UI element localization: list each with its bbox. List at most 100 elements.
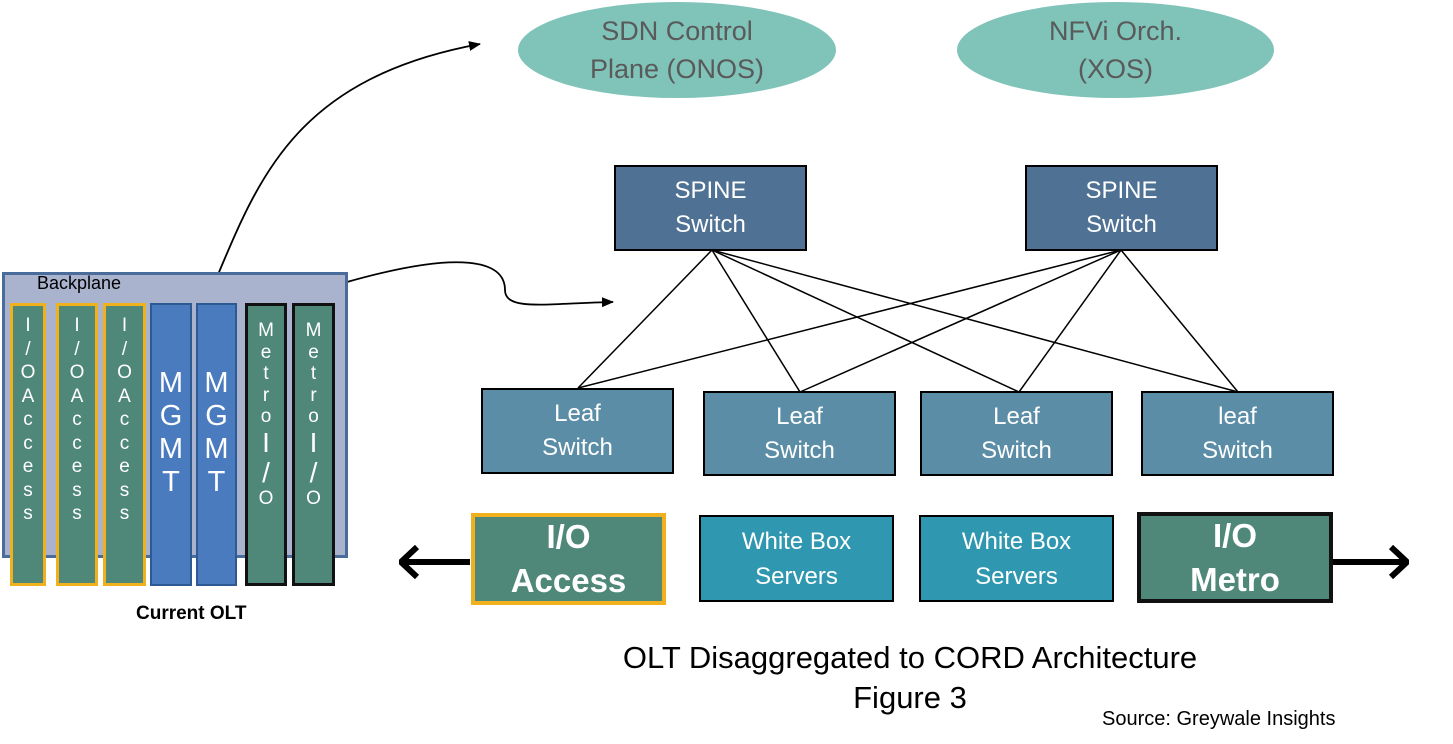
card-char: M	[305, 320, 322, 341]
spine-2-line1: SPINE	[1085, 177, 1158, 204]
card-char: e	[260, 341, 272, 363]
card-char: e	[22, 456, 34, 477]
io-metro-line1: I/O	[1212, 516, 1257, 554]
white-box-2-line1: White Box	[961, 527, 1072, 555]
card-char: A	[21, 385, 35, 407]
leaf-2-line1: Leaf	[776, 402, 823, 430]
link-spine2-leaf1	[577, 249, 1122, 389]
spine-2-line2: Switch	[1086, 211, 1157, 238]
card-char: c	[23, 409, 33, 430]
white-box-servers-2: White Box Servers	[919, 515, 1114, 602]
io-access-card-1: I / O A c c e s s	[10, 303, 46, 586]
io-access-box: I/O Access	[471, 513, 666, 605]
nfvi-ellipse-line1: NFVi Orch.	[1048, 16, 1183, 46]
card-char: /	[121, 338, 128, 360]
link-spine2-leaf2	[799, 249, 1122, 393]
card-char: c	[72, 432, 82, 454]
card-char: I	[25, 315, 31, 336]
io-metro-box: I/O Metro	[1137, 512, 1333, 603]
card-char: r	[310, 384, 317, 406]
card-char: t	[263, 363, 269, 384]
nfvi-ellipse-line2: (XOS)	[1077, 54, 1153, 84]
sdn-control-plane-ellipse: SDN Control Plane (ONOS)	[518, 2, 836, 98]
link-spine1-leaf2	[711, 249, 801, 393]
card-char: O	[117, 362, 132, 383]
leaf-4-line1: leaf	[1218, 402, 1257, 430]
leaf-3-line2: Switch	[981, 436, 1052, 464]
card-char: M	[258, 320, 274, 341]
card-char: c	[23, 432, 33, 454]
figure-caption: OLT Disaggregated to CORD Architecture F…	[560, 638, 1260, 718]
card-char: /	[262, 456, 270, 488]
curved-arrow-to-sdn	[207, 41, 481, 299]
card-char: s	[23, 479, 33, 501]
card-char: t	[310, 363, 317, 384]
card-char: G	[205, 400, 228, 432]
io-access-line2: Access	[510, 562, 627, 599]
card-char: O	[69, 362, 85, 383]
leaf-switch-3: Leaf Switch	[920, 391, 1113, 476]
card-char: s	[72, 479, 82, 501]
io-metro-line2: Metro	[1190, 560, 1280, 598]
card-char: s	[119, 503, 130, 524]
card-char: r	[262, 384, 270, 406]
card-char: I	[74, 315, 80, 336]
link-spine2-leaf4	[1120, 249, 1239, 393]
card-char: T	[207, 466, 226, 498]
io-access-card-3: I / O A c c e s s	[103, 303, 146, 586]
card-char: M	[158, 433, 184, 465]
spine-1-line1: SPINE	[674, 177, 747, 204]
spine-switch-2: SPINE Switch	[1025, 165, 1218, 251]
link-spine1-leaf3	[711, 249, 1020, 393]
leaf-1-line2: Switch	[542, 434, 613, 461]
leaf-4-line2: Switch	[1202, 436, 1273, 464]
io-access-line1: I/O	[546, 518, 591, 555]
card-char: o	[308, 406, 319, 427]
leaf-3-line1: Leaf	[993, 402, 1040, 430]
card-char: e	[71, 456, 83, 477]
caption-figure-number: Figure 3	[853, 680, 967, 715]
card-char: s	[119, 479, 130, 501]
card-char: M	[204, 433, 229, 465]
caption-title: OLT Disaggregated to CORD Architecture	[622, 640, 1198, 675]
card-char: O	[258, 487, 274, 509]
leaf-1-line1: Leaf	[554, 400, 601, 427]
card-char: I	[309, 426, 318, 458]
white-box-1-line1: White Box	[741, 527, 852, 555]
link-spine1-leaf4	[711, 249, 1239, 393]
leaf-2-line2: Switch	[764, 436, 835, 464]
backplane-label: Backplane	[37, 273, 122, 293]
card-char: I	[121, 315, 128, 336]
metro-io-card-1: M e t r o I / O	[245, 303, 287, 586]
card-char: A	[118, 385, 131, 407]
sdn-ellipse-line2: Plane (ONOS)	[589, 54, 765, 84]
spine-leaf-links	[577, 249, 1239, 393]
card-char: e	[119, 456, 130, 477]
card-char: e	[308, 341, 319, 363]
link-spine2-leaf3	[1018, 249, 1122, 393]
card-char: O	[306, 487, 321, 509]
white-box-servers-1: White Box Servers	[699, 515, 894, 602]
metro-io-card-2: M e t r o I / O	[292, 303, 335, 586]
card-char: o	[260, 406, 272, 427]
io-access-card-2: I / O A c c e s s	[56, 303, 98, 586]
current-olt-label: Current OLT	[136, 603, 247, 624]
card-char: A	[70, 385, 84, 407]
curved-arrow-to-fabric	[346, 261, 614, 308]
card-char: /	[74, 338, 80, 360]
leaf-switch-2: Leaf Switch	[703, 391, 896, 476]
card-char: T	[162, 466, 180, 498]
card-char: c	[72, 409, 82, 430]
leaf-switch-1: Leaf Switch	[481, 388, 674, 474]
card-char: s	[72, 503, 82, 524]
mgmt-card-2: M G M T	[196, 303, 237, 586]
card-char: G	[159, 400, 183, 432]
card-char: c	[119, 432, 130, 454]
leaf-switch-4: leaf Switch	[1141, 391, 1334, 476]
link-spine1-leaf1	[577, 249, 713, 389]
card-char: I	[262, 426, 270, 458]
card-char: M	[204, 367, 229, 399]
spine-switch-1: SPINE Switch	[614, 165, 807, 251]
nfvi-orch-ellipse: NFVi Orch. (XOS)	[957, 2, 1274, 98]
